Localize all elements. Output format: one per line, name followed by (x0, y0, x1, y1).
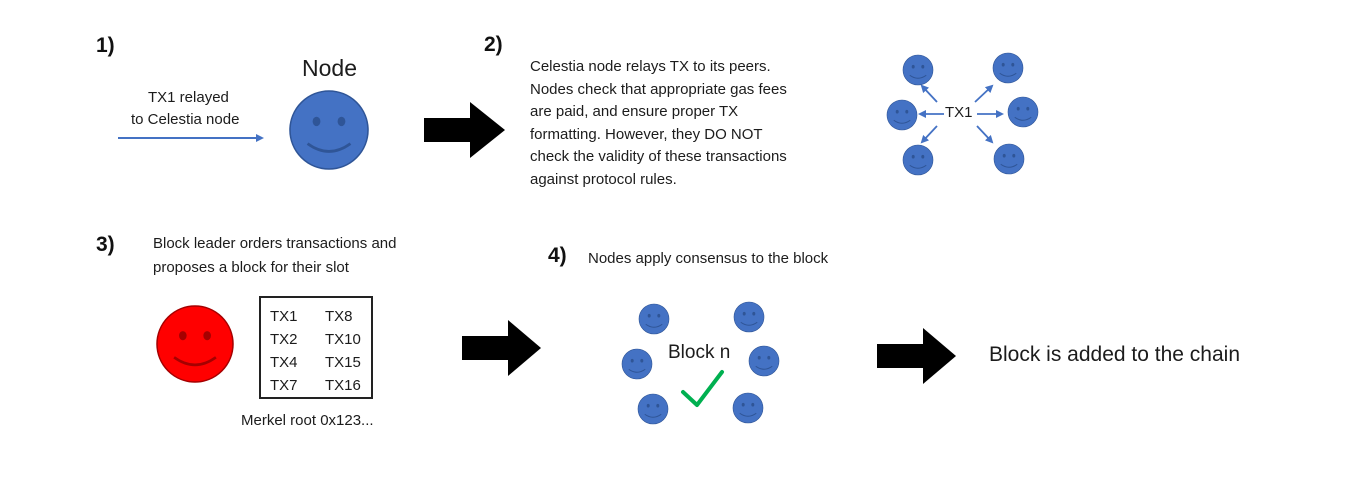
consensus-node-icon (733, 393, 763, 423)
step-3-description: Block leader orders transactions and pro… (153, 232, 396, 280)
step-3-line: Block leader orders transactions and (153, 235, 397, 252)
right-arrow-icon (877, 328, 956, 384)
block-n-label: Block n (668, 342, 731, 363)
step-3-number: 3) (96, 233, 115, 256)
consensus-node-icon (639, 304, 669, 334)
transaction-item: TX16 (325, 377, 361, 394)
transaction-item: TX1 (270, 308, 298, 325)
step-2-description: Celestia node relays TX to its peers. No… (530, 56, 787, 191)
transaction-item: TX2 (270, 331, 298, 348)
peer-node-icon (887, 100, 917, 130)
peer-node-icon (993, 53, 1023, 83)
consensus-node-icon (638, 394, 668, 424)
peer-node-icon (1008, 97, 1038, 127)
step-1-number: 1) (96, 34, 115, 57)
transaction-item: TX10 (325, 331, 361, 348)
consensus-node-icon (749, 346, 779, 376)
transaction-item: TX15 (325, 354, 361, 371)
step-4-description: Nodes apply consensus to the block (588, 250, 829, 267)
relay-label-line-1: TX1 relayed (148, 89, 229, 106)
peer-node-icon (903, 145, 933, 175)
consensus-node-icon (622, 349, 652, 379)
node-smiley-icon (290, 91, 368, 169)
step-2-line: check the validity of these transactions (530, 148, 787, 165)
step-3-line: proposes a block for their slot (153, 259, 349, 276)
result-label: Block is added to the chain (989, 343, 1240, 366)
transaction-list: TX1 TX8 TX2 TX10 TX4 TX15 TX7 TX16 (270, 306, 380, 396)
transaction-item: TX7 (270, 377, 298, 394)
step-2-line: are paid, and ensure proper TX (530, 103, 739, 120)
step-2-line: Nodes check that appropriate gas fees (530, 80, 787, 98)
block-leader-smiley-icon (156, 305, 234, 383)
peer-node-icon (994, 144, 1024, 174)
transaction-item: TX8 (325, 308, 353, 325)
peer-node-icon (903, 55, 933, 85)
consensus-node-icon (734, 302, 764, 332)
relay-label-line-2: to Celestia node (131, 111, 240, 128)
transaction-item: TX4 (270, 354, 298, 371)
tx1-label: TX1 (945, 104, 973, 121)
peer-network (887, 53, 1038, 175)
checkmark-icon (681, 370, 724, 407)
merkle-root-label: Merkel root 0x123... (241, 412, 374, 429)
proposed-block-box (259, 296, 373, 399)
step-2-line: against protocol rules. (530, 170, 677, 188)
step-2-line: formatting. However, they DO NOT (530, 125, 763, 143)
step-4-number: 4) (548, 244, 567, 267)
right-arrow-icon (462, 320, 541, 376)
node-label: Node (302, 55, 357, 81)
step-2-line: Celestia node relays TX to its peers. (530, 58, 771, 75)
step-2-number: 2) (484, 33, 503, 56)
right-arrow-icon (424, 102, 505, 158)
